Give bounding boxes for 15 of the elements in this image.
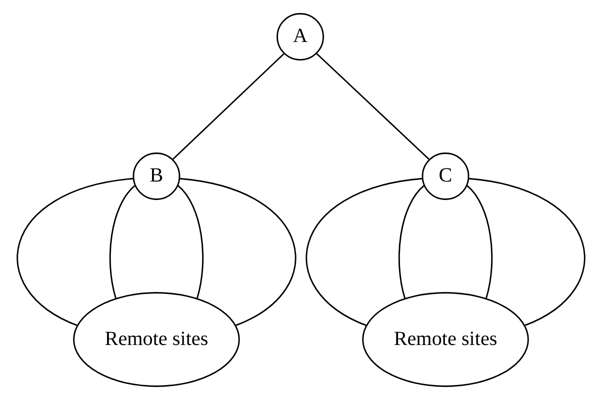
node-circle: A	[276, 13, 324, 60]
connector	[305, 178, 422, 326]
connector	[108, 184, 136, 298]
connector	[466, 184, 492, 298]
connector	[172, 53, 284, 160]
connector	[468, 178, 585, 326]
node-circle: B	[132, 152, 180, 200]
node-ellipse: Remote sites	[72, 292, 240, 387]
node-circle: C	[421, 152, 469, 200]
node-ellipse: Remote sites	[362, 292, 528, 387]
connector	[315, 52, 430, 160]
connector	[398, 184, 424, 298]
connector	[176, 184, 204, 298]
connector	[16, 178, 133, 326]
connector	[179, 178, 296, 326]
